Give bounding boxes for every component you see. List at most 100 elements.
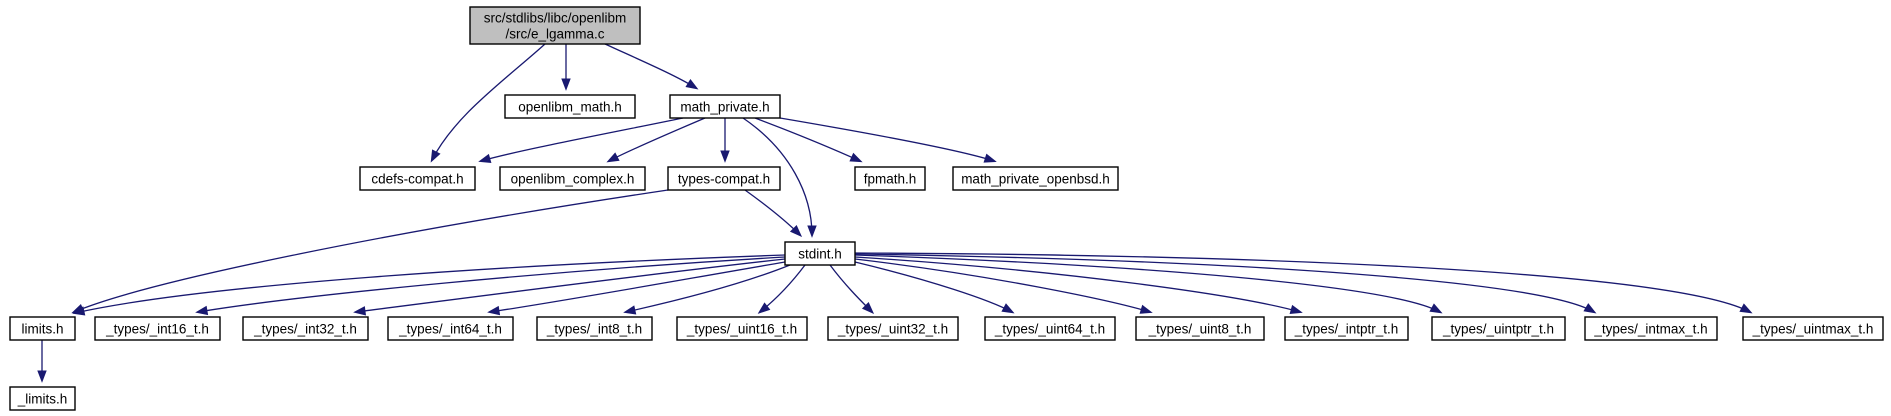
edge-line bbox=[604, 43, 697, 89]
edge-types_compat-to-limits bbox=[71, 189, 669, 314]
edge-math_private-to-cdefs_compat bbox=[478, 117, 684, 163]
node-int32[interactable]: _types/_int32_t.h bbox=[242, 316, 369, 341]
edge-line bbox=[625, 264, 791, 313]
node-label: src/stdlibs/libc/openlibm bbox=[484, 11, 627, 26]
edge-stdint-to-intptr bbox=[854, 256, 1303, 314]
node-math-private-openbsd[interactable]: math_private_openbsd.h bbox=[952, 166, 1119, 191]
node-fpmath[interactable]: fpmath.h bbox=[854, 166, 926, 191]
node-types-compat[interactable]: types-compat.h bbox=[667, 166, 781, 191]
node-limits[interactable]: limits.h bbox=[9, 316, 76, 341]
arrowhead-icon bbox=[487, 305, 501, 316]
node-box bbox=[469, 6, 641, 45]
edge-line bbox=[854, 254, 1441, 313]
edge-line bbox=[854, 258, 1151, 313]
arrowhead-icon bbox=[478, 153, 492, 163]
node-intptr[interactable]: _types/_intptr_t.h bbox=[1284, 316, 1409, 341]
arrowhead-icon bbox=[720, 150, 730, 163]
node-box bbox=[504, 94, 636, 119]
node-math-private[interactable]: math_private.h bbox=[669, 94, 781, 119]
edge-line bbox=[431, 43, 546, 161]
arrowhead-icon bbox=[1289, 304, 1303, 314]
node-label: _types/_uint8_t.h bbox=[1148, 322, 1252, 337]
edge-line bbox=[742, 117, 813, 236]
node-label: fpmath.h bbox=[864, 172, 917, 187]
node-box bbox=[94, 316, 221, 341]
node-uintmax[interactable]: _types/_uintmax_t.h bbox=[1742, 316, 1884, 341]
node-cdefs-compat[interactable]: cdefs-compat.h bbox=[359, 166, 476, 191]
arrowhead-icon bbox=[195, 305, 209, 316]
node-label: _types/_uint64_t.h bbox=[994, 322, 1105, 337]
edge-line bbox=[74, 254, 786, 314]
node-label: _types/_uint32_t.h bbox=[837, 322, 948, 337]
edge-stdint-to-int8 bbox=[623, 264, 791, 315]
edge-line bbox=[480, 117, 684, 162]
node-label: stdint.h bbox=[798, 247, 842, 262]
edge-math_private-to-math_private_openbsd bbox=[779, 117, 997, 163]
node-openlibm-math[interactable]: openlibm_math.h bbox=[504, 94, 636, 119]
node-box bbox=[827, 316, 959, 341]
edge-math_private-to-openlibm_complex bbox=[606, 117, 706, 163]
node-openlibm-complex[interactable]: openlibm_complex.h bbox=[499, 166, 646, 191]
node-int16[interactable]: _types/_int16_t.h bbox=[94, 316, 221, 341]
edge-line bbox=[608, 117, 706, 162]
node-label: /src/e_lgamma.c bbox=[505, 27, 604, 42]
node-uint64[interactable]: _types/_uint64_t.h bbox=[984, 316, 1116, 341]
arrowhead-icon bbox=[561, 78, 571, 91]
edge-root-to-cdefs_compat bbox=[430, 43, 546, 163]
node-label: limits.h bbox=[21, 322, 63, 337]
edge-line bbox=[854, 256, 1301, 313]
node-root: src/stdlibs/libc/openlibm/src/e_lgamma.c bbox=[469, 6, 641, 45]
edge-stdint-to-uint8 bbox=[854, 258, 1153, 314]
edge-stdint-to-intmax bbox=[854, 253, 1597, 314]
edge-line bbox=[854, 253, 1595, 313]
edge-stdint-to-int32 bbox=[353, 258, 786, 316]
nodes-layer: src/stdlibs/libc/openlibm/src/e_lgamma.c… bbox=[9, 6, 1884, 411]
node-box bbox=[1284, 316, 1409, 341]
edge-stdint-to-uintptr bbox=[854, 254, 1443, 314]
arrowhead-icon bbox=[623, 305, 637, 315]
node-box bbox=[9, 316, 76, 341]
node-label: _types/_uintptr_t.h bbox=[1442, 322, 1554, 337]
edge-line bbox=[744, 189, 801, 236]
edge-line bbox=[73, 189, 669, 313]
arrowhead-icon bbox=[861, 301, 875, 315]
arrowhead-icon bbox=[807, 225, 817, 238]
arrowhead-icon bbox=[1001, 303, 1015, 314]
edge-types_compat-to-stdint bbox=[744, 189, 803, 238]
node-label: _limits.h bbox=[17, 392, 68, 407]
edges-layer bbox=[37, 43, 1753, 383]
edge-line bbox=[754, 117, 861, 162]
edge-root-to-math_private bbox=[604, 43, 699, 90]
node-intmax[interactable]: _types/_intmax_t.h bbox=[1584, 316, 1718, 341]
arrowhead-icon bbox=[1583, 303, 1597, 314]
edge-stdint-to-limits bbox=[72, 254, 786, 316]
node-label: openlibm_complex.h bbox=[511, 172, 635, 187]
node-stdint[interactable]: stdint.h bbox=[784, 241, 856, 266]
edge-math_private-to-types_compat bbox=[720, 118, 730, 163]
node-uint16[interactable]: _types/_uint16_t.h bbox=[676, 316, 808, 341]
node-label: _types/_uintmax_t.h bbox=[1752, 322, 1874, 337]
node-box bbox=[242, 316, 369, 341]
node-box bbox=[784, 241, 856, 266]
edge-line bbox=[854, 261, 1013, 313]
edge-line bbox=[489, 261, 786, 313]
node-label: types-compat.h bbox=[678, 172, 770, 187]
node-uintptr[interactable]: _types/_uintptr_t.h bbox=[1431, 316, 1566, 341]
node-int64[interactable]: _types/_int64_t.h bbox=[387, 316, 514, 341]
node-box bbox=[1135, 316, 1265, 341]
edge-stdint-to-int16 bbox=[195, 256, 786, 316]
node-uint32[interactable]: _types/_uint32_t.h bbox=[827, 316, 959, 341]
node-box bbox=[1431, 316, 1566, 341]
node-int8[interactable]: _types/_int8_t.h bbox=[536, 316, 653, 341]
node-uint8[interactable]: _types/_uint8_t.h bbox=[1135, 316, 1265, 341]
node-label: cdefs-compat.h bbox=[371, 172, 463, 187]
arrowhead-icon bbox=[1429, 303, 1443, 314]
node-box bbox=[499, 166, 646, 191]
node-box bbox=[952, 166, 1119, 191]
arrowhead-icon bbox=[1739, 303, 1753, 314]
node-box bbox=[9, 386, 76, 411]
arrowhead-icon bbox=[757, 302, 771, 314]
node--limits[interactable]: _limits.h bbox=[9, 386, 76, 411]
node-box bbox=[984, 316, 1116, 341]
node-box bbox=[854, 166, 926, 191]
